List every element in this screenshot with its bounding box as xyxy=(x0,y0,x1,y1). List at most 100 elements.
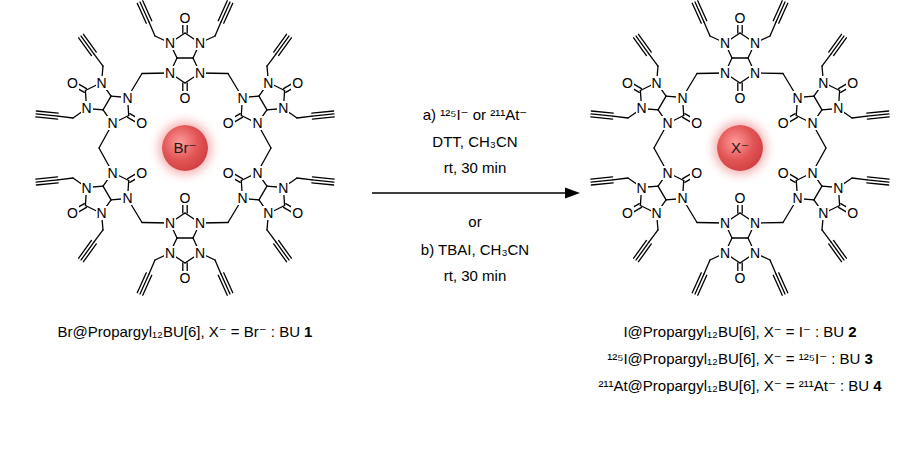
compound-caption: I@Propargyl₁₂BU[6], X⁻ = I⁻ : BU2 xyxy=(623,323,856,341)
bond-line xyxy=(267,230,276,242)
triple-bond xyxy=(591,183,613,185)
bond-line xyxy=(852,116,867,118)
triple-bond xyxy=(137,273,146,293)
triple-bond xyxy=(591,180,613,182)
atom-label: N xyxy=(676,191,688,205)
atom-label: N xyxy=(106,166,118,180)
atom-label: O xyxy=(179,11,192,25)
triple-bond xyxy=(224,3,233,23)
bond-line xyxy=(814,96,822,110)
bond-line xyxy=(732,57,748,58)
bond-line xyxy=(649,230,658,242)
triple-bond xyxy=(312,114,334,116)
atom-label: O xyxy=(777,116,790,130)
atom-label: N xyxy=(106,116,118,130)
atom-label: N xyxy=(251,116,263,130)
compound-number: 4 xyxy=(873,377,881,395)
anion-label: Br⁻ xyxy=(174,139,197,157)
compound-name: I@Propargyl₁₂BU[6], X⁻ = I⁻ : BU xyxy=(623,323,844,341)
atom-label: N xyxy=(236,91,248,105)
atom-label: N xyxy=(164,66,176,80)
atom-label: N xyxy=(817,76,829,90)
bond-line xyxy=(103,186,111,200)
bond-line xyxy=(94,230,103,242)
atom-label: N xyxy=(749,36,761,50)
bond-line xyxy=(613,178,628,180)
triple-bond xyxy=(36,111,58,113)
reaction-arrow xyxy=(372,192,568,194)
compound-caption: ²¹¹At@Propargyl₁₂BU[6], X⁻ = ²¹¹At⁻ : BU… xyxy=(598,377,881,395)
atom-label: N xyxy=(832,181,844,195)
triple-bond xyxy=(312,111,334,113)
atom-label: N xyxy=(164,36,176,50)
condition-text: rt, 30 min xyxy=(444,159,507,177)
bond-line xyxy=(215,260,221,274)
bond-line xyxy=(215,22,221,36)
atom-label: O xyxy=(222,116,235,130)
atom-label: N xyxy=(749,66,761,80)
atom-label: N xyxy=(749,246,761,260)
bond-line xyxy=(814,186,822,200)
atom-label: N xyxy=(277,181,289,195)
triple-bond xyxy=(36,180,58,182)
triple-bond xyxy=(79,240,92,258)
atom-label: O xyxy=(222,166,235,180)
condition-text: or xyxy=(468,213,481,231)
triple-bond xyxy=(692,273,701,293)
bond-line xyxy=(149,260,155,274)
atom-label: O xyxy=(135,166,148,180)
triple-bond xyxy=(867,180,889,182)
bond-line xyxy=(259,96,267,110)
triple-bond xyxy=(773,275,782,295)
compound-name: ¹²⁵I@Propargyl₁₂BU[6], X⁻ = ¹²⁵I⁻ : BU xyxy=(607,350,860,368)
bond-line xyxy=(822,230,831,242)
triple-bond xyxy=(312,117,334,119)
triple-bond xyxy=(36,117,58,119)
atom-label: N xyxy=(817,206,829,220)
triple-bond xyxy=(591,114,613,116)
triple-bond xyxy=(834,38,847,56)
atom-label: N xyxy=(676,91,688,105)
triple-bond xyxy=(83,34,96,52)
triple-bond xyxy=(829,244,842,262)
triple-bond xyxy=(36,177,58,179)
bond-line xyxy=(297,178,312,180)
triple-bond xyxy=(638,34,651,52)
atom-label: O xyxy=(66,206,79,220)
bond-line xyxy=(770,260,776,274)
atom-label: O xyxy=(291,206,304,220)
bond-line xyxy=(658,96,666,110)
bond-line xyxy=(649,54,658,66)
atom-label: O xyxy=(734,11,747,25)
condition-text: DTT, CH₃CN xyxy=(432,133,517,151)
atom-label: O xyxy=(734,271,747,285)
bond-line xyxy=(852,178,867,180)
anion-sphere: X⁻ xyxy=(717,125,763,171)
bond-line xyxy=(177,57,193,58)
atom-label: N xyxy=(661,116,673,130)
bond-line xyxy=(658,186,666,200)
atom-label: N xyxy=(262,76,274,90)
atom-label: N xyxy=(164,216,176,230)
atom-label: N xyxy=(262,206,274,220)
condition-text: rt, 30 min xyxy=(444,267,507,285)
bond-line xyxy=(770,22,776,36)
bond-line xyxy=(704,22,710,36)
bond-line xyxy=(58,116,73,118)
atom-label: N xyxy=(749,216,761,230)
atom-label: N xyxy=(194,36,206,50)
triple-bond xyxy=(274,244,287,262)
triple-bond xyxy=(867,177,889,179)
atom-label: N xyxy=(121,91,133,105)
atom-label: N xyxy=(236,191,248,205)
condition-text: a) ¹²⁵I⁻ or ²¹¹At⁻ xyxy=(423,106,528,124)
triple-bond xyxy=(634,240,647,258)
atom-label: O xyxy=(291,76,304,90)
compound-number: 1 xyxy=(304,323,312,341)
bond-group xyxy=(36,1,889,295)
arrow-head xyxy=(565,188,580,199)
triple-bond xyxy=(218,275,227,295)
atom-label: N xyxy=(719,36,731,50)
bond-line xyxy=(94,54,103,66)
